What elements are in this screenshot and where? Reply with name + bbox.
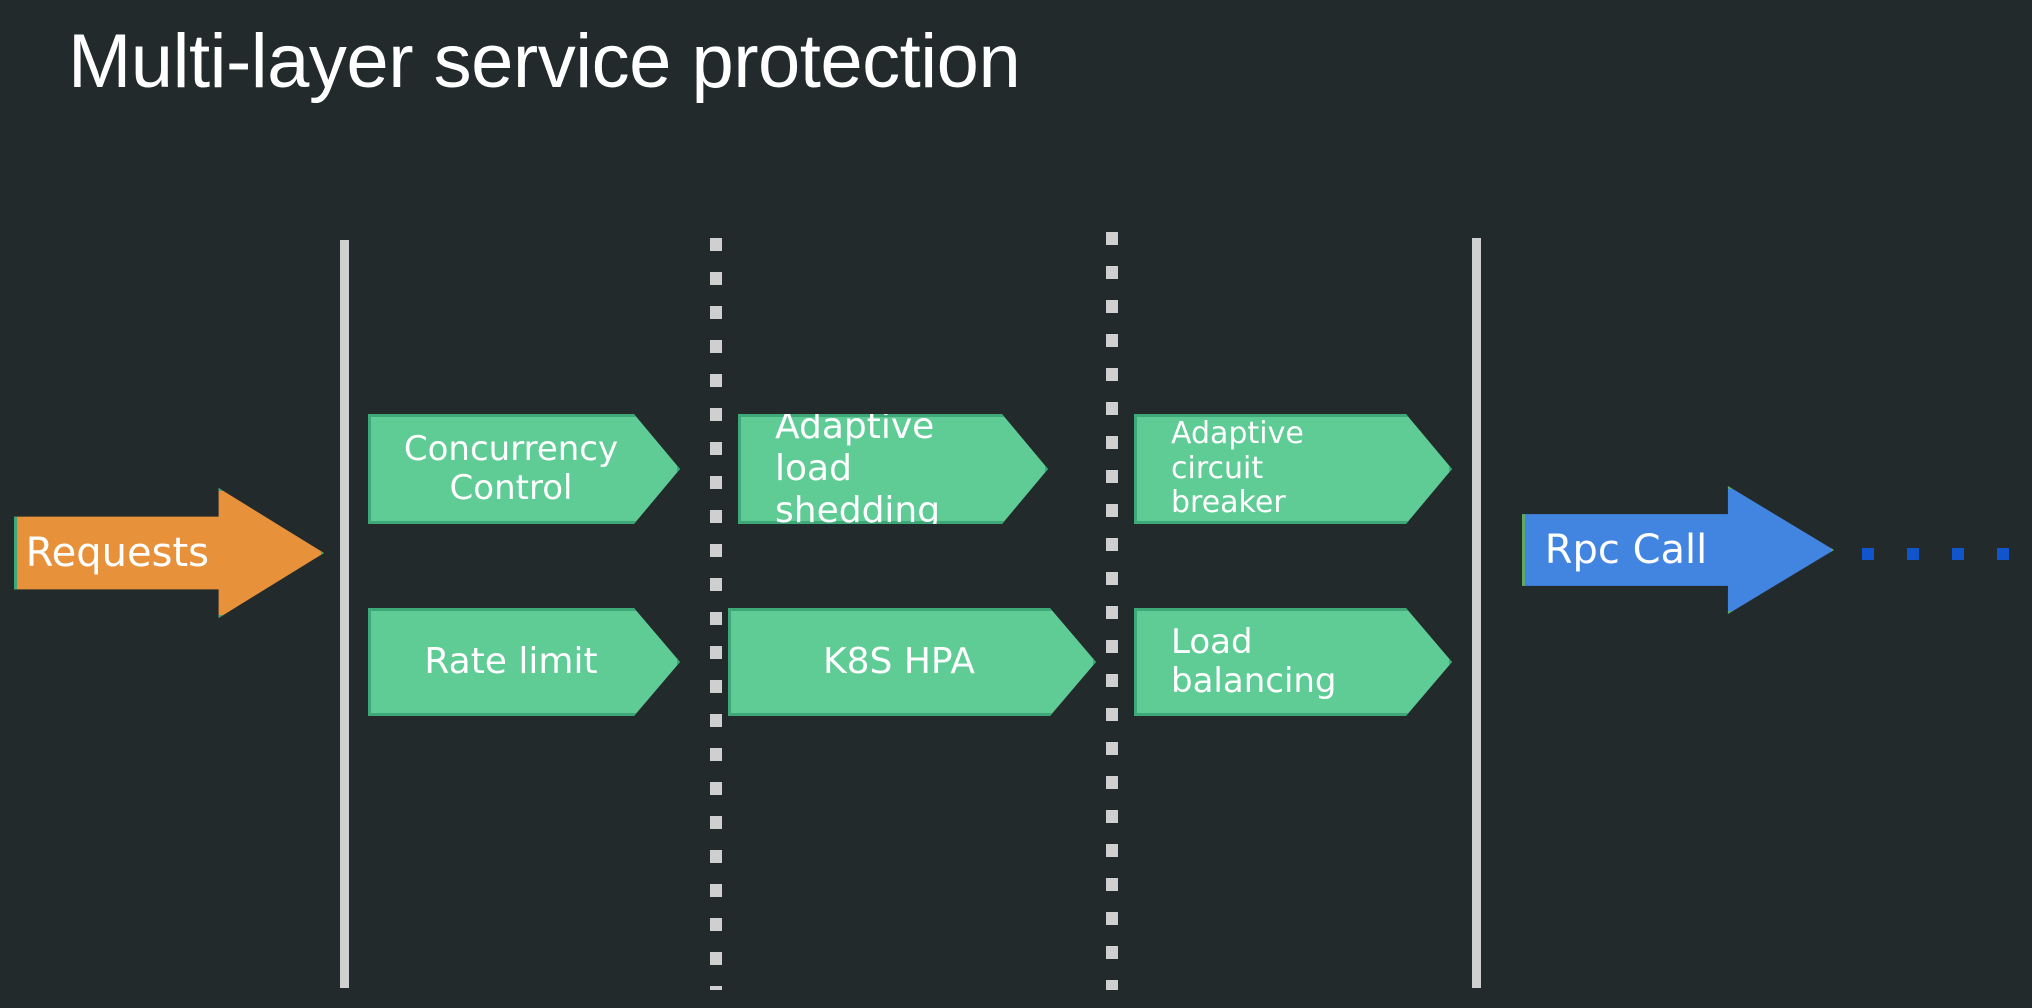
layer-2-top-label: Adaptive load shedding	[775, 406, 941, 531]
layer-1-top-step[interactable]: Concurrency Control	[368, 414, 680, 524]
layer-2-bottom-step[interactable]: K8S HPA	[728, 608, 1096, 716]
layer-1-bottom-label: Rate limit	[424, 641, 598, 683]
layer-3-top-label: Adaptive circuit breaker	[1171, 415, 1304, 521]
layer-1-2-divider	[710, 238, 722, 990]
layer-2-bottom-label: K8S HPA	[823, 641, 975, 683]
continuation-dot-icon	[1952, 548, 1964, 560]
layer-1-bottom-step[interactable]: Rate limit	[368, 608, 680, 716]
outer-right-boundary	[1472, 238, 1481, 988]
exit-arrow-label: Rpc Call	[1544, 526, 1708, 573]
continuation-dot-icon	[1997, 548, 2009, 560]
layer-1-top-label: Concurrency Control	[403, 428, 619, 508]
layer-3-bottom-step[interactable]: Load balancing	[1134, 608, 1452, 716]
layer-2-3-divider	[1106, 232, 1118, 990]
layer-3-top-step[interactable]: Adaptive circuit breaker	[1134, 414, 1452, 524]
layer-2-top-step[interactable]: Adaptive load shedding	[738, 414, 1048, 524]
continuation-dot-icon	[1907, 548, 1919, 560]
layer-3-bottom-label: Load balancing	[1171, 621, 1337, 701]
continuation-dots	[1862, 548, 2009, 560]
entry-arrow-label: Requests	[25, 529, 209, 576]
continuation-dot-icon	[1862, 548, 1874, 560]
page-title: Multi-layer service protection	[68, 19, 1021, 104]
outer-left-boundary	[340, 240, 349, 988]
exit-arrow-rpc-call[interactable]: Rpc Call	[1522, 486, 1834, 614]
entry-arrow-requests[interactable]: Requests	[14, 488, 324, 618]
